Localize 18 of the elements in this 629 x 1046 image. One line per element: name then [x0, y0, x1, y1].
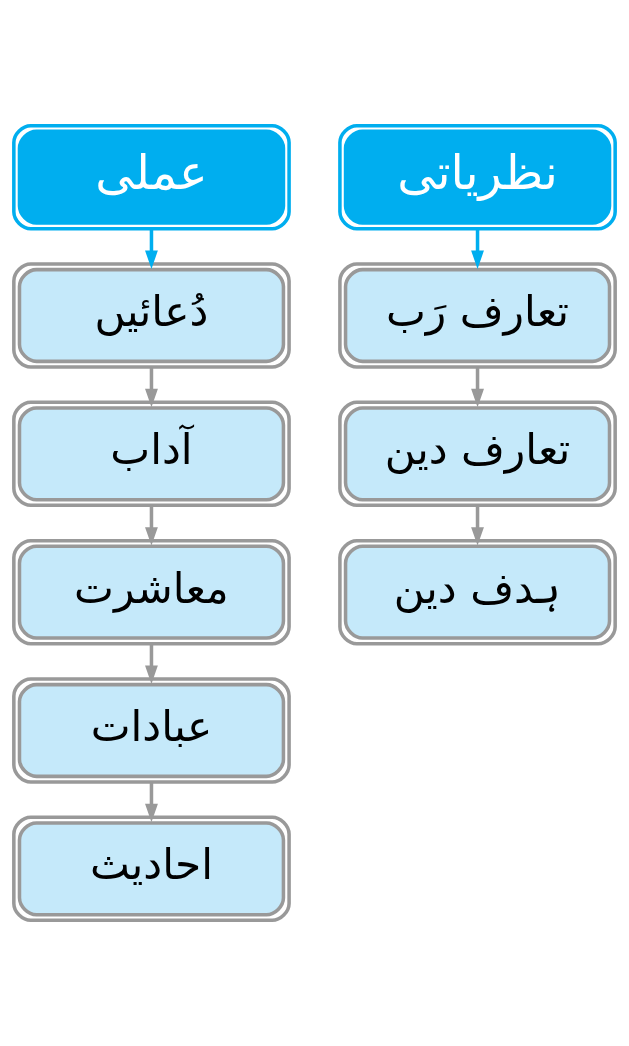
node-box: تعارف دین — [338, 400, 617, 508]
node-box: نظریاتی — [338, 123, 617, 231]
node-box: ہدف دین — [338, 538, 617, 646]
node-box: عبادات — [12, 677, 291, 784]
arrow — [145, 782, 158, 823]
node-box: آداب — [12, 400, 291, 508]
arrow — [471, 229, 484, 269]
arrow — [145, 505, 158, 546]
arrow — [471, 367, 484, 408]
arrow — [145, 367, 158, 408]
node-box: معاشرت — [12, 538, 291, 646]
node-box: عملی — [12, 123, 291, 231]
node-box: احادیث — [12, 815, 291, 923]
node-box: دُعائیں — [12, 262, 291, 369]
arrow — [145, 644, 158, 684]
arrow — [145, 229, 158, 269]
arrow — [471, 505, 484, 546]
node-box: تعارف رَب — [338, 262, 617, 369]
